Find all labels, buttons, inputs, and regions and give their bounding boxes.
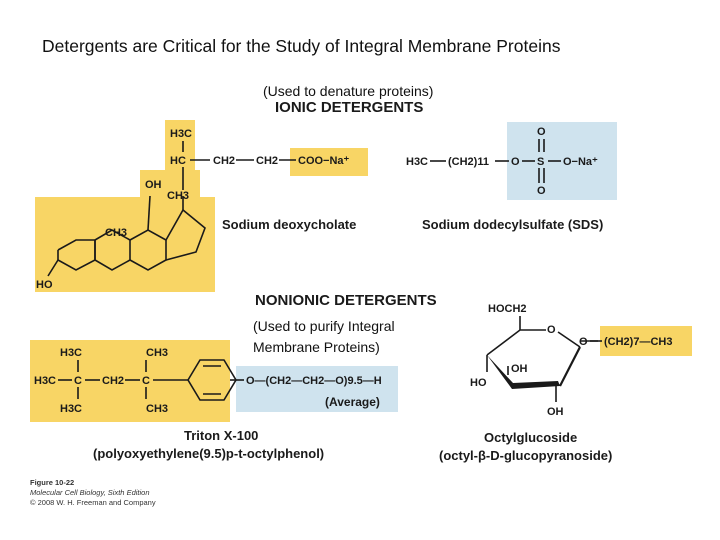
octylglucoside-chemical-name: (octyl-β-D-glucopyranoside) bbox=[439, 448, 612, 463]
triton-structure: H3C CH3 H3C C CH2 C H3C CH3 O—(CH2—CH2—O… bbox=[34, 347, 382, 415]
svg-text:O: O bbox=[547, 324, 556, 336]
deoxycholate-name: Sodium deoxycholate bbox=[222, 217, 356, 232]
svg-text:O: O bbox=[511, 156, 520, 168]
octyl-tail-highlight bbox=[600, 326, 692, 356]
svg-text:OH: OH bbox=[511, 363, 528, 375]
svg-text:(CH2)11: (CH2)11 bbox=[448, 156, 489, 168]
figure-book: Molecular Cell Biology, Sixth Edition bbox=[30, 488, 150, 497]
deoxycholate-structure: H3C HC CH2 CH2 COO−Na⁺ OH CH3 CH3 HO bbox=[36, 128, 350, 291]
figure-copyright: © 2008 W. H. Freeman and Company bbox=[30, 498, 156, 507]
svg-text:COO−Na⁺: COO−Na⁺ bbox=[298, 155, 350, 167]
svg-text:H3C: H3C bbox=[60, 347, 82, 359]
ionic-note: (Used to denature proteins) bbox=[263, 83, 433, 99]
figure-label: Figure 10-22 bbox=[30, 478, 74, 487]
nonionic-note-line2: Membrane Proteins) bbox=[253, 339, 380, 355]
svg-text:CH2: CH2 bbox=[213, 155, 235, 167]
svg-text:O: O bbox=[537, 126, 546, 138]
svg-text:O−Na⁺: O−Na⁺ bbox=[563, 156, 598, 168]
slide-title: Detergents are Critical for the Study of… bbox=[42, 36, 561, 56]
triton-head-highlight bbox=[236, 366, 398, 412]
svg-text:(CH2)7—CH3: (CH2)7—CH3 bbox=[604, 336, 672, 348]
sds-name: Sodium dodecylsulfate (SDS) bbox=[422, 217, 603, 232]
octylglucoside-name: Octylglucoside bbox=[484, 430, 577, 445]
svg-text:HOCH2: HOCH2 bbox=[488, 303, 527, 315]
svg-text:H3C: H3C bbox=[406, 156, 428, 168]
svg-text:C: C bbox=[74, 375, 82, 387]
nonionic-note-line1: (Used to purify Integral bbox=[253, 318, 395, 334]
svg-text:H3C: H3C bbox=[34, 375, 56, 387]
svg-text:CH3: CH3 bbox=[167, 190, 189, 202]
nonionic-heading: NONIONIC DETERGENTS bbox=[255, 292, 437, 309]
svg-text:H3C: H3C bbox=[60, 403, 82, 415]
svg-text:C: C bbox=[142, 375, 150, 387]
svg-text:O—(CH2—CH2—O)9.5—H: O—(CH2—CH2—O)9.5—H bbox=[246, 375, 382, 387]
svg-text:OH: OH bbox=[547, 406, 564, 418]
svg-text:HO: HO bbox=[36, 279, 53, 291]
svg-text:CH2: CH2 bbox=[102, 375, 124, 387]
svg-text:HC: HC bbox=[170, 155, 186, 167]
svg-text:OH: OH bbox=[145, 179, 162, 191]
svg-text:H3C: H3C bbox=[170, 128, 192, 140]
triton-chemical-name: (polyoxyethylene(9.5)p-t-octylphenol) bbox=[93, 446, 324, 461]
svg-text:HO: HO bbox=[470, 377, 487, 389]
octylglucoside-structure: HOCH2 O O (CH2)7—CH3 OH HO OH bbox=[470, 303, 672, 418]
svg-text:O: O bbox=[537, 185, 546, 197]
svg-text:CH3: CH3 bbox=[146, 347, 168, 359]
sds-structure: H3C (CH2)11 O S O−Na⁺ O O bbox=[406, 126, 598, 197]
triton-average: (Average) bbox=[325, 395, 380, 409]
ionic-heading: IONIC DETERGENTS bbox=[275, 99, 423, 116]
triton-tail-highlight bbox=[30, 340, 230, 422]
deoxycholate-highlight bbox=[35, 120, 368, 292]
svg-text:O: O bbox=[579, 336, 588, 348]
svg-text:CH3: CH3 bbox=[146, 403, 168, 415]
svg-text:S: S bbox=[537, 156, 544, 168]
svg-text:CH2: CH2 bbox=[256, 155, 278, 167]
triton-name: Triton X-100 bbox=[184, 428, 258, 443]
